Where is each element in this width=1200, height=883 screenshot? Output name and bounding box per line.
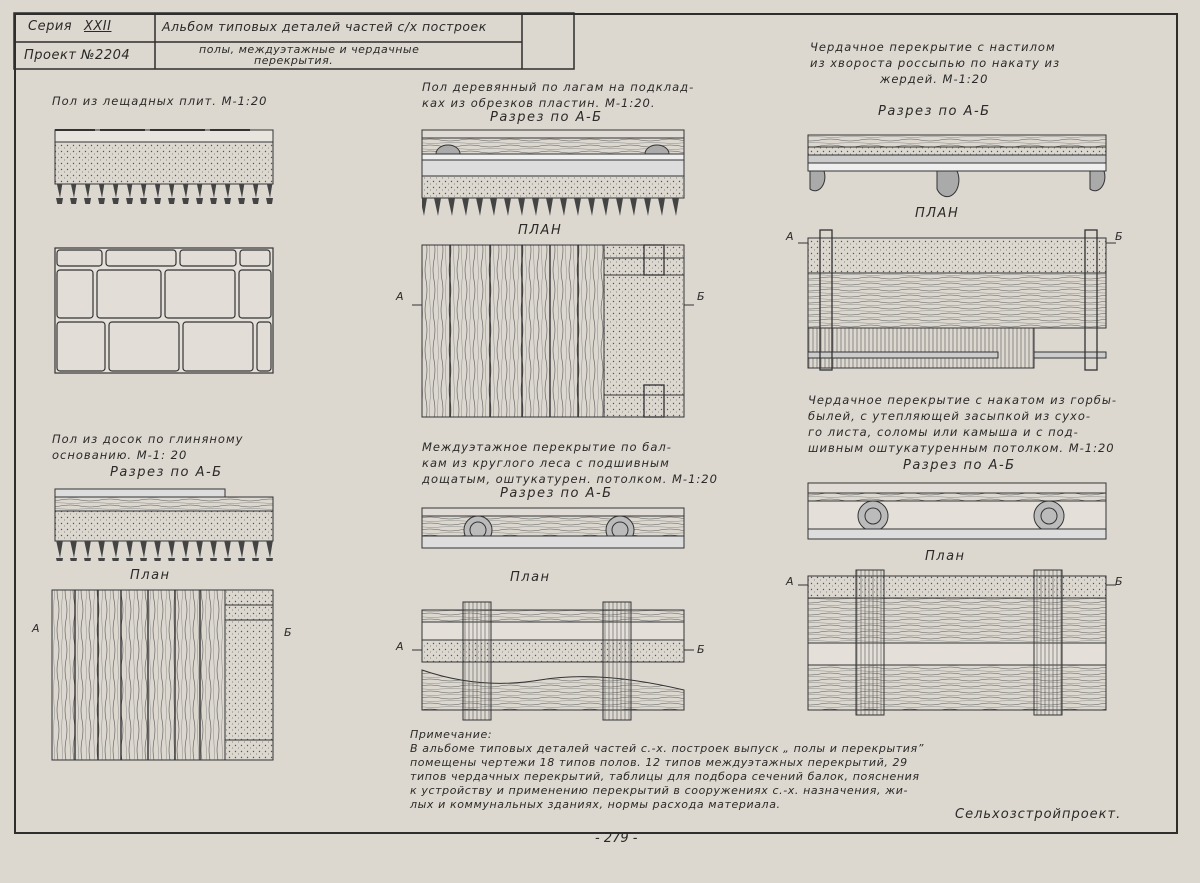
attic-slab-plan-label: План xyxy=(925,549,966,564)
attic-slab-title-3: го листа, соломы или камыша и с под- xyxy=(808,425,1079,439)
note-heading: Примечание: xyxy=(410,728,493,741)
attic-brush-plan-label: ПЛАН xyxy=(915,206,960,221)
subject-line-2: перекрытия. xyxy=(254,54,334,67)
note-block: Примечание: В альбоме типовых деталей ча… xyxy=(410,728,924,812)
marker-a: А xyxy=(786,575,794,588)
note-line: В альбоме типовых деталей частей с.-х. п… xyxy=(410,742,925,755)
attic-brush-title-2: из хвороста россыпью по накату из xyxy=(810,56,1061,70)
interfloor-title-2: кам из круглого леса с подшивным xyxy=(422,456,670,470)
project-number: Проект №2204 xyxy=(24,48,131,63)
board-floor-title-2: основанию. М-1: 20 xyxy=(52,448,188,462)
joist-floor-section-label: Разрез по А-Б xyxy=(490,110,603,125)
interfloor-title-3: дощатым, оштукатурен. потолком. М-1:20 xyxy=(422,472,718,486)
note-line: помещены чертежи 18 типов полов. 12 типо… xyxy=(410,756,908,769)
organization-name: Сельхозстройпроект. xyxy=(955,807,1122,822)
attic-brush-plan xyxy=(798,229,1116,371)
attic-slab-title-4: шивным оштукатуренным потолком. М-1:20 xyxy=(808,441,1115,455)
series-number: XXII xyxy=(84,19,112,34)
note-line: типов чердачных перекрытий, таблицы для … xyxy=(410,770,920,783)
marker-b: Б xyxy=(1115,575,1123,588)
board-floor-plan-label: План xyxy=(130,568,171,583)
interfloor-title-1: Междуэтажное перекрытие по бал- xyxy=(422,440,672,454)
note-line: лых и коммунальных зданиях, нормы расход… xyxy=(410,798,781,811)
sheet-border xyxy=(14,13,1178,834)
marker-a: А xyxy=(396,640,404,653)
attic-slab-title-1: Чердачное перекрытие с накатом из горбы- xyxy=(808,393,1118,407)
joist-floor-plan xyxy=(412,244,694,418)
attic-brush-section xyxy=(807,134,1107,198)
slab-floor-section xyxy=(54,129,274,204)
note-line: к устройству и применению перекрытий в с… xyxy=(410,784,909,797)
board-floor-section xyxy=(54,488,274,561)
series-label: Серия xyxy=(28,19,73,34)
attic-brush-title-1: Чердачное перекрытие с настилом xyxy=(810,40,1056,54)
interfloor-section xyxy=(421,507,685,549)
subject-line-1: полы, междуэтажные и чердачные xyxy=(199,43,420,56)
album-title: Альбом типовых деталей частей с/х постро… xyxy=(162,19,487,34)
marker-a: А xyxy=(786,230,794,243)
interfloor-section-label: Разрез по А-Б xyxy=(500,486,613,501)
attic-brush-title-3: жердей. М-1:20 xyxy=(880,72,989,86)
slab-floor-plan xyxy=(54,247,274,374)
marker-b: Б xyxy=(1115,230,1123,243)
joist-floor-title-2: ках из обрезков пластин. М-1:20. xyxy=(422,96,656,110)
joist-floor-section xyxy=(421,129,685,216)
joist-floor-title-1: Пол деревянный по лагам на подклад- xyxy=(422,80,695,94)
marker-b: Б xyxy=(284,626,292,639)
board-floor-title-1: Пол из досок по глиняному xyxy=(52,432,244,446)
interfloor-plan-label: План xyxy=(510,570,551,585)
attic-slab-section-label: Разрез по А-Б xyxy=(903,458,1016,473)
page-number: - 279 - xyxy=(595,831,638,846)
attic-slab-section xyxy=(807,482,1107,540)
marker-a: А xyxy=(32,622,40,635)
marker-b: Б xyxy=(697,643,705,656)
slab-floor-title: Пол из лещадных плит. М-1:20 xyxy=(52,94,268,108)
board-floor-plan xyxy=(51,589,274,761)
marker-a: А xyxy=(396,290,404,303)
attic-slab-title-2: былей, с утепляющей засыпкой из сухо- xyxy=(808,409,1092,423)
title-block-text: Серия XXII Проект №2204 Альбом типовых д… xyxy=(14,13,574,69)
attic-slab-plan xyxy=(798,569,1116,716)
interfloor-plan xyxy=(412,601,694,721)
board-floor-section-label: Разрез по А-Б xyxy=(110,465,223,480)
attic-brush-section-label: Разрез по А-Б xyxy=(878,104,991,119)
joist-floor-plan-label: ПЛАН xyxy=(518,223,563,238)
marker-b: Б xyxy=(697,290,705,303)
